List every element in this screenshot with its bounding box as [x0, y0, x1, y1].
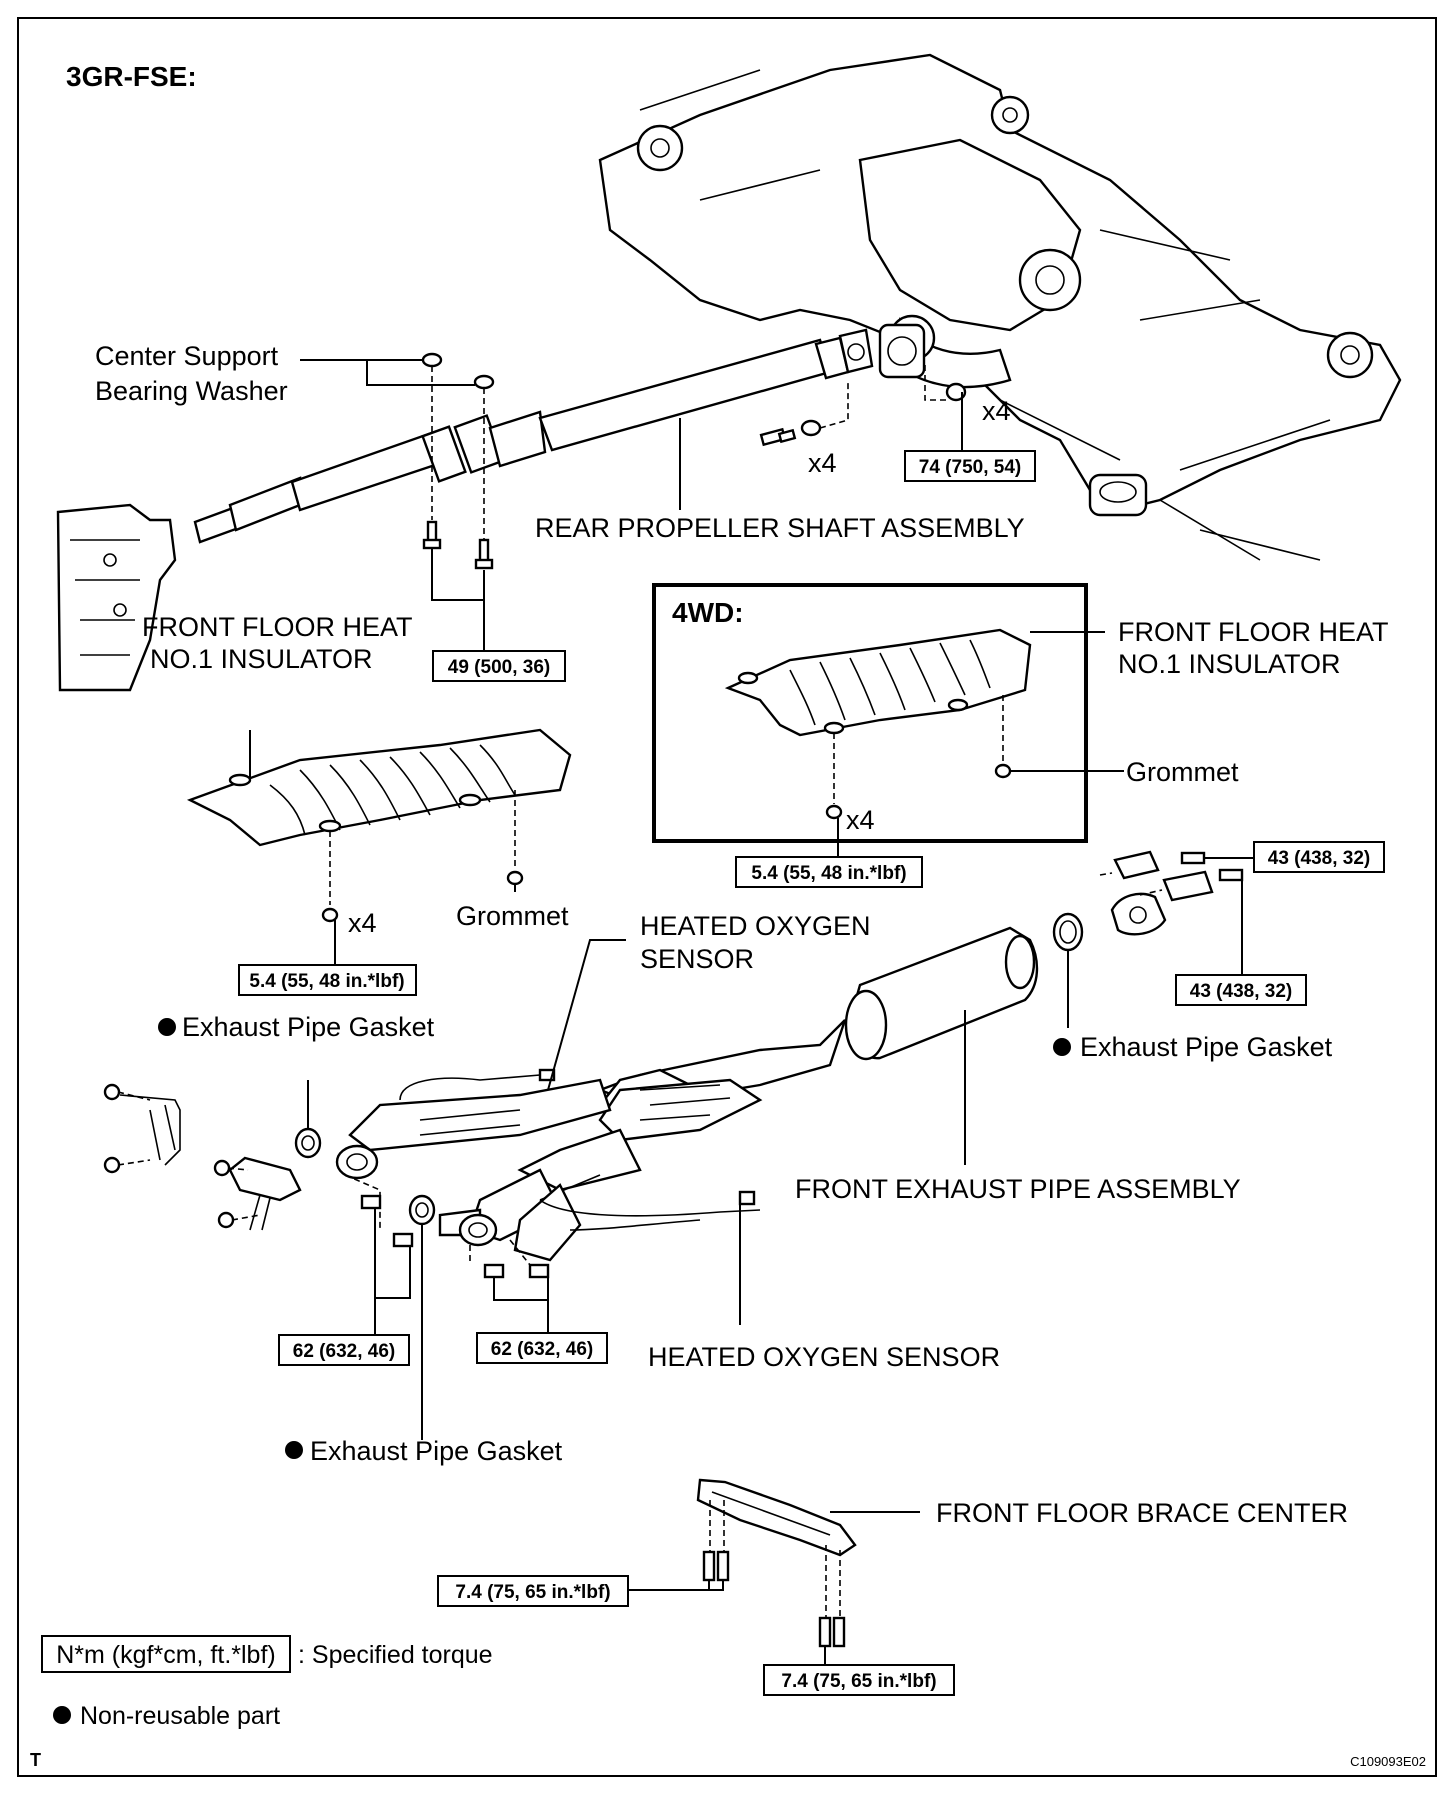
insulator-main-line2: NO.1 INSULATOR: [150, 644, 373, 674]
rear-propeller-shaft-label: REAR PROPELLER SHAFT ASSEMBLY: [535, 513, 1025, 543]
4wd-inset-frame: [652, 583, 1088, 843]
o2-sensor-upper-leader: [547, 939, 626, 1091]
front-floor-brace-center-illustration: [628, 1478, 920, 1665]
exhaust-gasket-bottom-label: Exhaust Pipe Gasket: [310, 1436, 563, 1466]
center-support-washers: [300, 352, 495, 540]
heated-oxygen-sensor-lower-label: HEATED OXYGEN SENSOR: [648, 1342, 1000, 1372]
front-floor-heat-insulator-main-label: FRONT FLOOR HEAT NO.1 INSULATOR: [142, 612, 420, 674]
rear-propeller-shaft-illustration: [193, 323, 926, 544]
center-bearing-bolts: [422, 520, 494, 650]
front-exhaust-pipe-illustration: [335, 926, 1039, 1262]
front-exhaust-pipe-label: FRONT EXHAUST PIPE ASSEMBLY: [795, 1174, 1241, 1204]
legend-torque-desc: : Specified torque: [298, 1641, 493, 1669]
insulator-main-nut-qty: x4: [348, 908, 377, 938]
rear-suspension-member-illustration: [598, 53, 1402, 561]
grommet-4wd-label: Grommet: [1126, 757, 1239, 787]
figure-code: C109093E02: [1350, 1754, 1426, 1769]
torque-center-bearing: 49 (500, 36): [448, 657, 550, 678]
front-pipe-left-bolts: [344, 1174, 414, 1335]
front-floor-heat-insulator-4wd-label: FRONT FLOOR HEAT NO.1 INSULATOR: [1118, 617, 1396, 679]
diagram-frame: [17, 17, 1437, 1777]
torque-box-front-pipe-left: [278, 1334, 410, 1366]
exhaust-manifold-left-illustration: [103, 1083, 302, 1231]
legend-non-reusable-mark: [53, 1706, 71, 1724]
torque-rear-flange-lower: 43 (438, 32): [1190, 981, 1292, 1002]
front-pipe-right-bolts: [469, 1239, 550, 1333]
torque-brace-left: 7.4 (75, 65 in.*lbf): [455, 1582, 610, 1603]
exhaust-gasket-left: [294, 1080, 322, 1159]
transmission-housing-illustration: [56, 503, 177, 692]
torque-box-brace-right: [763, 1664, 955, 1696]
torque-box-insulator-main: [238, 964, 417, 996]
legend-torque-box: [41, 1635, 291, 1673]
torque-box-propeller-flange: [904, 450, 1036, 482]
insulator-main-line1: FRONT FLOOR HEAT: [142, 612, 412, 642]
front-floor-brace-center-label: FRONT FLOOR BRACE CENTER: [936, 1498, 1348, 1528]
legend: N*m (kgf*cm, ft.*lbf) : Specified torque…: [41, 1635, 493, 1730]
torque-insulator-4wd: 5.4 (55, 48 in.*lbf): [751, 863, 906, 884]
corner-letter: T: [30, 1750, 41, 1770]
variant-label: 4WD:: [672, 597, 744, 628]
exhaust-gasket-left-label: Exhaust Pipe Gasket: [182, 1012, 435, 1042]
propeller-flange-bolts: [759, 382, 849, 447]
rear-flange-spring-bolts: [1099, 850, 1255, 975]
diff-nut-qty: x4: [982, 396, 1011, 426]
torque-front-pipe-left: 62 (632, 46): [293, 1341, 395, 1362]
heated-oxygen-sensor-upper-label: HEATED OXYGEN SENSOR: [640, 911, 878, 974]
o2-upper-line1: HEATED OXYGEN: [640, 911, 871, 941]
torque-rear-flange-upper: 43 (438, 32): [1268, 848, 1370, 869]
propeller-bolt-qty: x4: [808, 448, 837, 478]
torque-box-rear-flange-upper: [1253, 841, 1385, 873]
torque-box-insulator-4wd: [735, 856, 923, 888]
grommet-main-label: Grommet: [456, 901, 569, 931]
insulator-4wd-nut-qty: x4: [846, 805, 875, 835]
torque-front-pipe-right: 62 (632, 46): [491, 1339, 593, 1360]
torque-insulator-main: 5.4 (55, 48 in.*lbf): [249, 971, 404, 992]
torque-box-brace-left: [437, 1575, 629, 1607]
differential-flange-nuts: [924, 365, 967, 450]
non-reusable-mark-gasket-left: [158, 1018, 176, 1036]
legend-non-reusable: Non-reusable part: [80, 1702, 280, 1730]
legend-torque-unit: N*m (kgf*cm, ft.*lbf): [56, 1641, 275, 1669]
o2-upper-line2: SENSOR: [640, 944, 754, 974]
front-floor-heat-insulator-4wd: [724, 628, 1124, 858]
torque-box-center-bearing: [432, 650, 566, 682]
torque-propeller-flange: 74 (750, 54): [919, 457, 1021, 478]
exhaust-gasket-right: [1052, 912, 1084, 1056]
torque-box-rear-flange-lower: [1175, 974, 1307, 1006]
non-reusable-mark-gasket-bottom: [285, 1441, 303, 1459]
torque-brace-right: 7.4 (75, 65 in.*lbf): [781, 1671, 936, 1692]
front-floor-heat-insulator-main: [186, 728, 572, 965]
insulator-4wd-line2: NO.1 INSULATOR: [1118, 649, 1341, 679]
center-support-washer-line1: Center Support: [95, 341, 279, 371]
exhaust-gasket-bottom: [408, 1194, 436, 1440]
torque-box-front-pipe-right: [476, 1332, 608, 1364]
insulator-4wd-line1: FRONT FLOOR HEAT: [1118, 617, 1388, 647]
center-support-washer-line2: Bearing Washer: [95, 376, 288, 406]
exhaust-gasket-right-label: Exhaust Pipe Gasket: [1080, 1032, 1333, 1062]
engine-label: 3GR-FSE:: [66, 61, 197, 92]
center-support-washer-label: Center Support Bearing Washer: [95, 341, 288, 406]
